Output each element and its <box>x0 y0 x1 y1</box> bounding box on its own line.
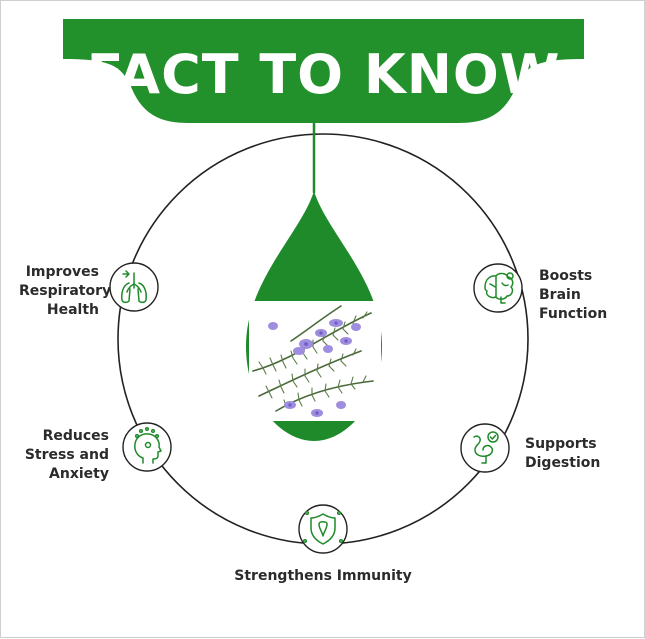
label-line: Brain <box>539 287 581 303</box>
rosemary-sprig-icon <box>249 301 381 421</box>
label-line: Supports <box>525 436 597 452</box>
label-line: Anxiety <box>49 466 109 482</box>
lungs-icon <box>109 262 159 312</box>
title-banner: FACT TO KNOW <box>63 19 584 123</box>
benefit-label-digestion: Supports Digestion <box>525 435 625 473</box>
label-line: Boosts <box>539 268 593 284</box>
banner-shape <box>63 19 584 123</box>
label-line: Reduces <box>42 428 109 444</box>
benefit-label-brain: Boosts Brain Function <box>539 267 629 324</box>
label-line: Digestion <box>525 455 601 471</box>
page-title: FACT TO KNOW <box>86 43 561 106</box>
benefit-label-stress: Reduces Stress and Anxiety <box>11 427 109 484</box>
shield-immunity-icon <box>298 504 348 554</box>
benefit-label-respiratory: Improves Respiratory Health <box>19 263 112 320</box>
benefit-label-immunity: Strengthens Immunity <box>203 567 443 586</box>
label-line: Stress and <box>24 447 109 463</box>
label-line: Health <box>46 302 99 318</box>
stomach-icon <box>460 423 510 473</box>
label-line: Function <box>539 306 608 322</box>
brain-gear-icon <box>473 263 523 313</box>
label-line: Strengthens Immunity <box>234 568 412 584</box>
head-mind-icon <box>122 422 172 472</box>
label-line: Respiratory <box>19 283 112 299</box>
label-line: Improves <box>25 264 99 280</box>
